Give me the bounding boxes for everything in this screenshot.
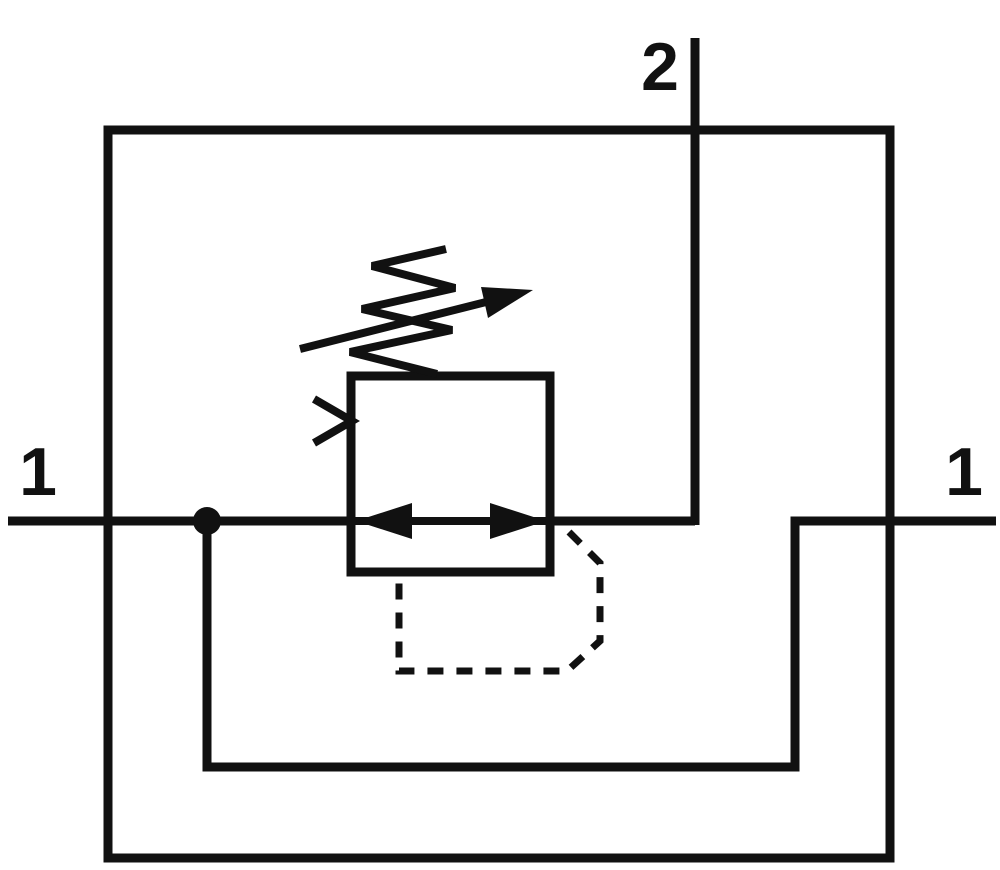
adjustment-arrow-shaft xyxy=(299,296,495,353)
enclosure-box xyxy=(103,125,895,863)
adjustment-arrow-head-icon xyxy=(481,287,533,318)
port-2-label: 2 xyxy=(641,29,679,105)
pilot-feedback-dashed-line xyxy=(395,529,604,675)
port-1-right-label: 1 xyxy=(945,434,983,510)
bypass-loop-line xyxy=(202,516,996,772)
pilot-chevron-icon xyxy=(311,395,360,447)
adjustable-spring-icon xyxy=(349,245,457,378)
regulator-valve-body xyxy=(346,371,555,577)
flow-arrow-right-icon xyxy=(490,503,546,539)
port-1-left-label: 1 xyxy=(19,434,57,510)
flow-arrow-left-icon xyxy=(356,503,412,539)
